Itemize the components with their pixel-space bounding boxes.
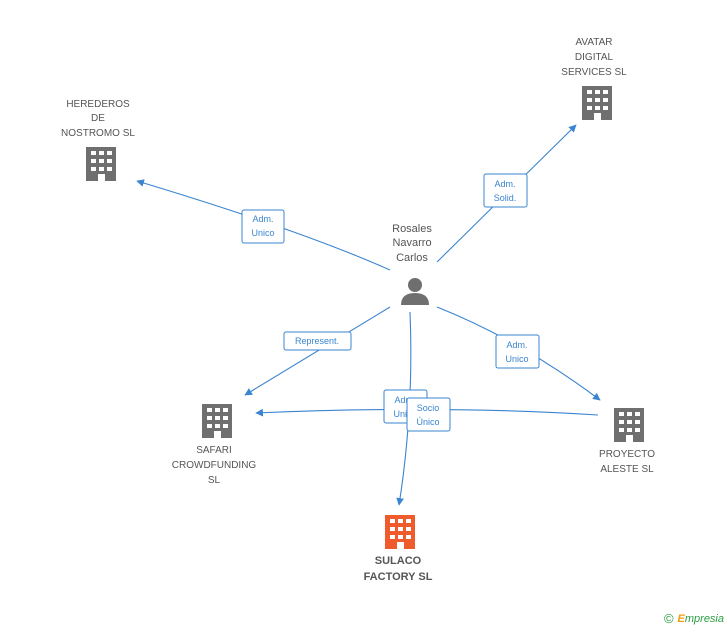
edge-label-herederos[interactable]: Adm. Unico (241, 209, 285, 244)
company-name-line: FACTORY SL (364, 571, 433, 583)
person-name-line: Navarro (392, 237, 431, 249)
company-name-line: CROWDFUNDING (172, 460, 257, 471)
building-icon (86, 147, 116, 181)
edge-label-line: Único (416, 417, 439, 427)
company-name-line: SULACO (375, 555, 422, 567)
company-name-line: NOSTROMO SL (61, 128, 135, 139)
brand-initial: E (677, 612, 685, 625)
company-name-line: DE (91, 113, 105, 124)
company-node-avatar[interactable]: AVATAR DIGITAL SERVICES SL (561, 37, 627, 120)
company-name-line: SERVICES SL (561, 67, 627, 78)
company-node-safari[interactable]: SAFARI CROWDFUNDING SL (172, 404, 257, 486)
building-icon (582, 86, 612, 120)
building-icon (385, 515, 415, 549)
edge-label-line: Adm. (252, 214, 273, 224)
person-name-line: Rosales (392, 223, 432, 235)
building-icon (614, 408, 644, 442)
edge-label-line: Unico (251, 228, 274, 238)
copyright-icon: © (663, 611, 674, 626)
edge-label-line: Adm. (394, 395, 415, 405)
company-node-sulaco[interactable]: SULACO FACTORY SL (364, 515, 433, 583)
edge-label-line: Unico (393, 409, 416, 419)
edge-label-avatar[interactable]: Adm. Solid. (483, 173, 528, 208)
person-node[interactable]: Rosales Navarro Carlos (392, 223, 432, 305)
edge-label-line: Unico (505, 354, 528, 364)
edge-label-proyecto-safari[interactable]: Socio Único (406, 397, 451, 432)
company-name-line: AVATAR (575, 37, 612, 48)
edge-label-line: Socio (417, 403, 440, 413)
person-name-line: Carlos (396, 252, 428, 264)
edge-label-safari[interactable]: Represent. (283, 331, 352, 351)
brand-rest: mpresia (684, 612, 724, 625)
brand-logo: Empresia (678, 613, 724, 625)
company-name-line: ALESTE SL (600, 464, 654, 475)
company-name-line: DIGITAL (575, 52, 614, 63)
edge-label-line: Solid. (494, 193, 517, 203)
company-node-proyecto[interactable]: PROYECTO ALESTE SL (599, 408, 655, 475)
company-name-line: PROYECTO (599, 449, 655, 460)
edge-label-line: Adm. (494, 179, 515, 189)
company-name-line: HEREDEROS (66, 99, 130, 110)
company-name-line: SL (208, 475, 221, 486)
person-icon (401, 278, 429, 305)
edge-label-line: Represent. (295, 336, 339, 346)
empresia-footer[interactable]: © Empresia (664, 611, 724, 626)
company-node-herederos[interactable]: HEREDEROS DE NOSTROMO SL (61, 99, 135, 181)
company-name-line: SAFARI (196, 445, 232, 456)
edge-label-proyecto[interactable]: Adm. Unico (495, 334, 540, 369)
edge-line-safari (244, 306, 391, 396)
building-icon (202, 404, 232, 438)
edge-label-line: Adm. (506, 340, 527, 350)
